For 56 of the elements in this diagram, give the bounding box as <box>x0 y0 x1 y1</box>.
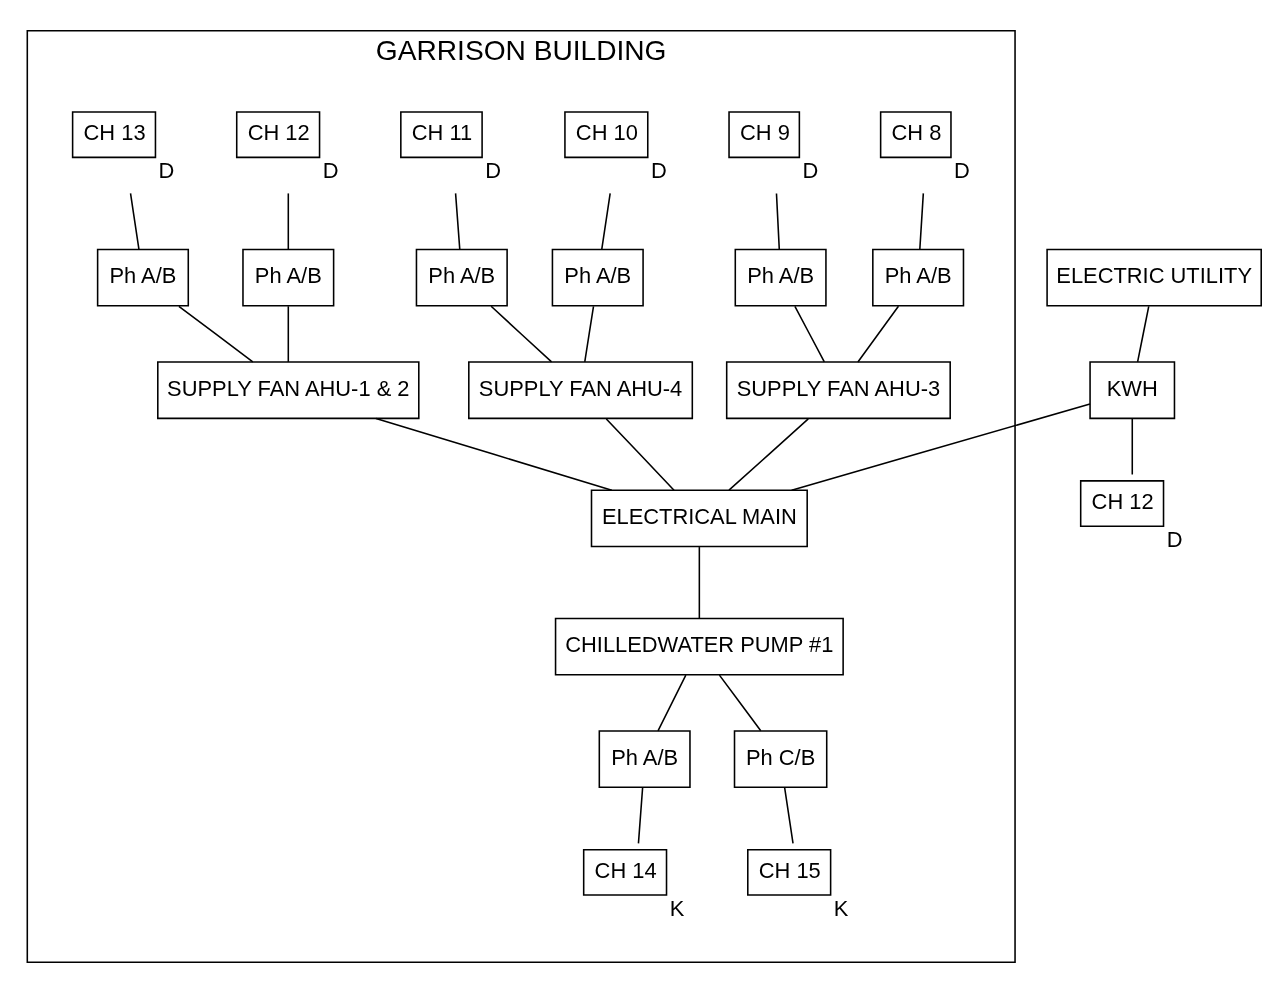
node-box: CH 8 <box>879 111 952 159</box>
node-label: D <box>158 157 175 183</box>
connector <box>718 674 762 732</box>
node-label: D <box>322 157 339 183</box>
node-label: D <box>1166 526 1183 552</box>
node-box: CH 13 <box>71 111 157 159</box>
node-box: CH 14 <box>582 848 668 896</box>
connector <box>857 305 900 363</box>
node-box: Ph A/B <box>551 248 644 307</box>
connector <box>919 192 925 250</box>
connector <box>1131 418 1134 476</box>
node-label: D <box>802 157 819 183</box>
node-box: ELECTRIC UTILITY <box>1046 248 1262 307</box>
node-label: D <box>485 157 502 183</box>
connector <box>790 403 1091 491</box>
node-box: Ph A/B <box>734 248 827 307</box>
connector <box>637 787 644 845</box>
node-box: SUPPLY FAN AHU-3 <box>725 361 951 420</box>
connector <box>783 787 794 845</box>
connector <box>698 546 701 620</box>
node-box: Ph C/B <box>733 730 828 788</box>
node-box: CH 15 <box>747 848 832 896</box>
node-box: SUPPLY FAN AHU-1 & 2 <box>157 361 420 420</box>
connector <box>375 417 613 491</box>
connector <box>490 305 553 363</box>
connector <box>775 192 781 250</box>
node-box: CHILLEDWATER PUMP #1 <box>554 617 844 676</box>
node-label: D <box>954 157 970 183</box>
node-box: CH 12 <box>1079 480 1165 527</box>
node-box: CH 12 <box>235 111 321 159</box>
connector <box>601 192 611 250</box>
connector <box>728 418 810 491</box>
connector <box>657 674 687 732</box>
node-box: CH 10 <box>564 111 649 159</box>
node-label: K <box>669 895 685 921</box>
node-label: K <box>833 895 849 921</box>
connector <box>605 418 675 491</box>
node-box: KWH <box>1089 361 1176 420</box>
node-box: SUPPLY FAN AHU-4 <box>468 361 694 420</box>
node-box: ELECTRICAL MAIN <box>590 489 808 548</box>
node-box: Ph A/B <box>415 248 508 307</box>
connector <box>129 192 140 250</box>
node-box: CH 11 <box>400 111 483 159</box>
connector <box>178 305 254 363</box>
connector <box>794 305 826 363</box>
connector <box>454 192 461 250</box>
connector <box>584 305 595 363</box>
node-box: Ph A/B <box>872 248 965 307</box>
connector <box>287 192 290 250</box>
node-box: Ph A/B <box>242 248 335 307</box>
connector <box>1136 305 1150 363</box>
node-box: CH 9 <box>728 111 801 159</box>
connector <box>287 305 290 363</box>
node-label: D <box>650 157 667 183</box>
node-box: Ph A/B <box>96 248 190 307</box>
node-box: Ph A/B <box>598 730 691 788</box>
